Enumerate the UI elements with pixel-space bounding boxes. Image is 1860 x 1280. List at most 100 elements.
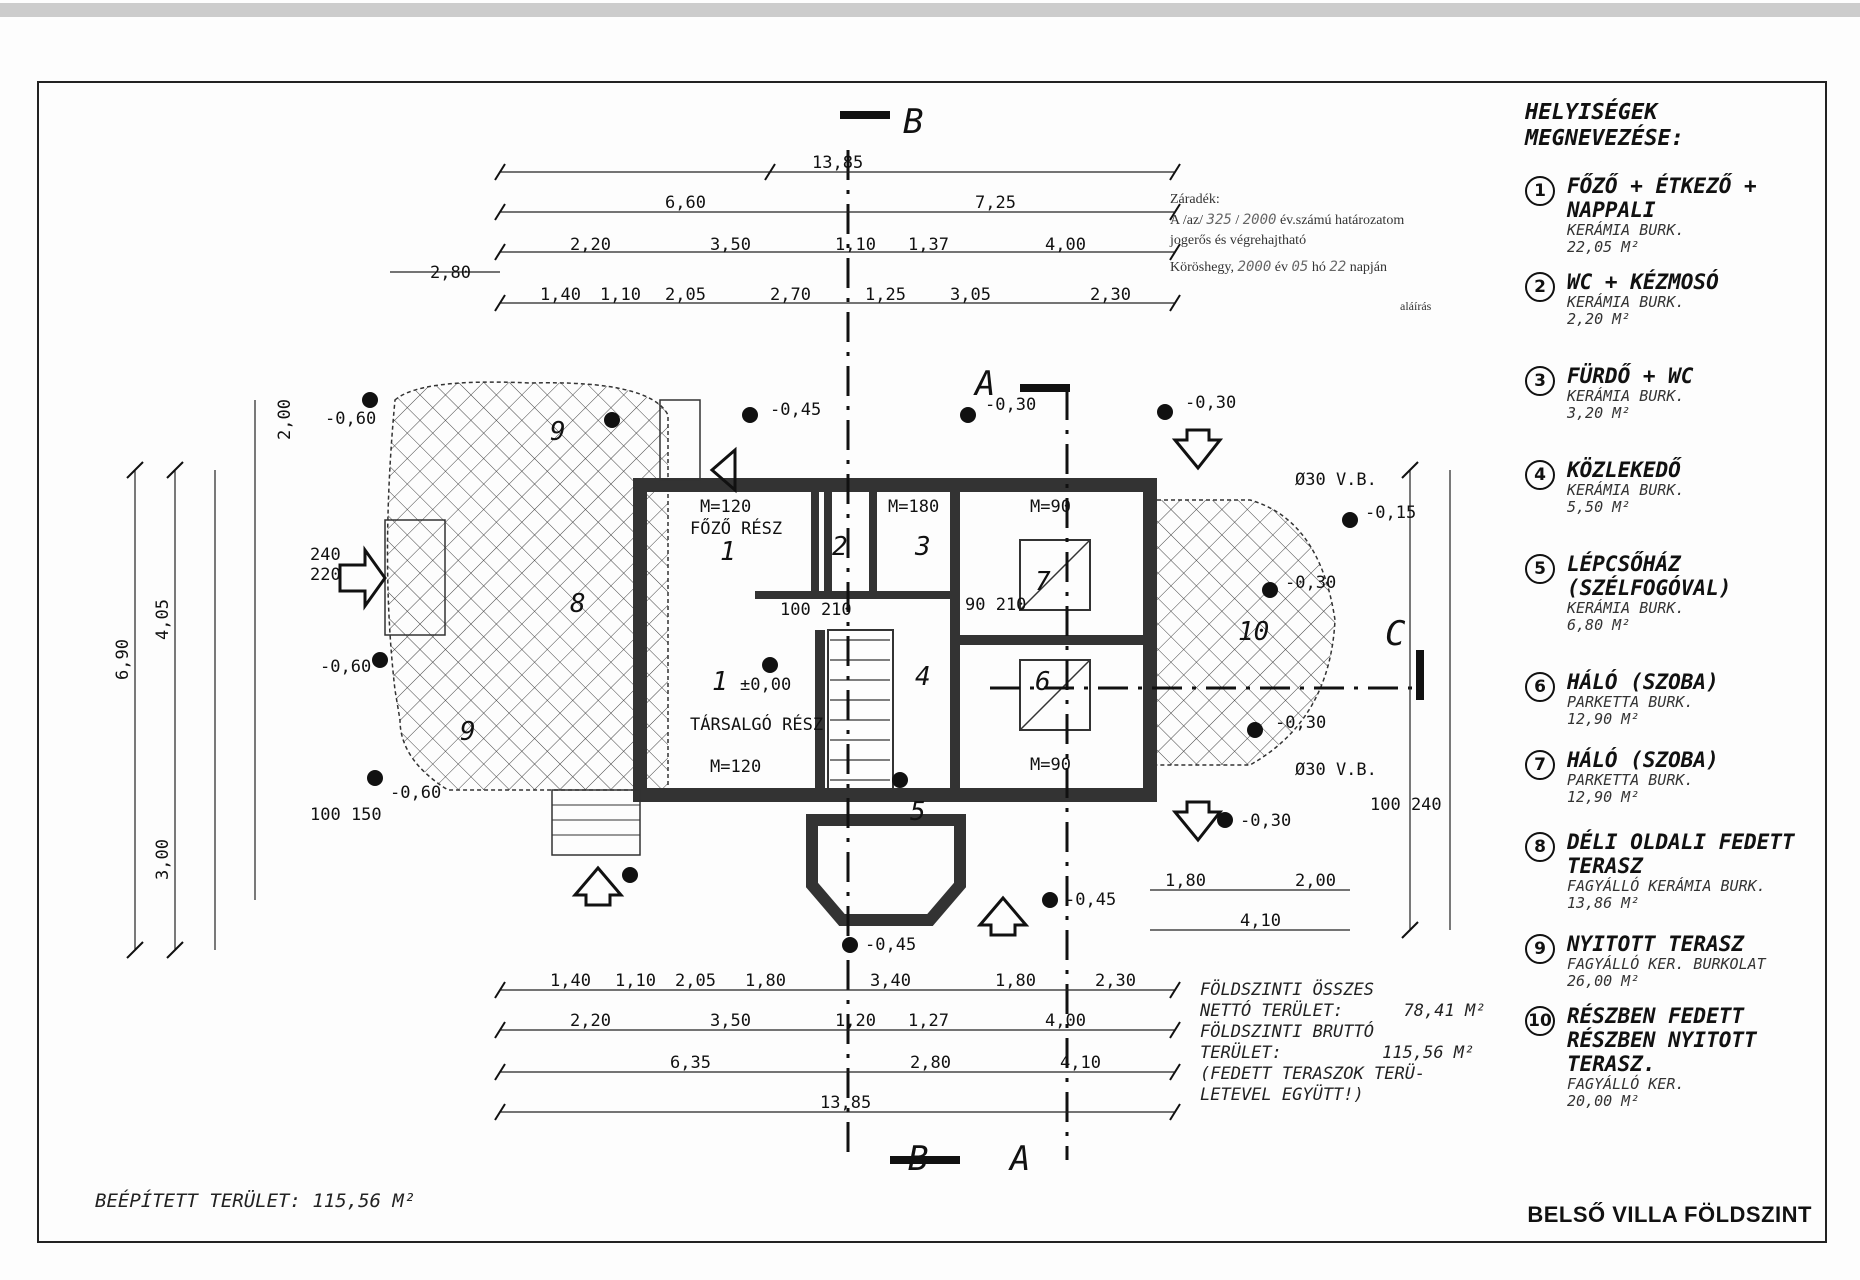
legend-area: 5,50 M² — [1567, 498, 1631, 516]
dim-row2-a: 2,20 — [570, 235, 611, 255]
label-m120-bottom: M=120 — [710, 757, 761, 777]
legend-room-name: FÜRDŐ + WC — [1567, 364, 1694, 388]
dim-row3-d: 2,70 — [770, 285, 811, 305]
legend-area: 3,20 M² — [1567, 404, 1631, 422]
level-text-10: -0,60 — [390, 783, 441, 803]
dim-left-d: 2,00 — [275, 399, 295, 440]
dim-bot-row2-a: 2,20 — [570, 1011, 611, 1031]
room-label-10: 10 — [1238, 617, 1269, 647]
drawing-title: BELSŐ VILLA FÖLDSZINT — [1527, 1202, 1812, 1227]
dim-bot-row1-g: 2,30 — [1095, 971, 1136, 991]
legend-area: 12,90 M² — [1567, 710, 1640, 728]
dim-bot-row2-d: 1,27 — [908, 1011, 949, 1031]
dim-bot-row2-c: 1,20 — [835, 1011, 876, 1031]
legend-room-name: HÁLÓ (SZOBA) — [1567, 670, 1719, 694]
dim-row3-f: 3,05 — [950, 285, 991, 305]
legend-room-name: KÖZLEKEDŐ — [1567, 458, 1681, 482]
label-fozo-resz: FŐZŐ RÉSZ — [690, 517, 782, 539]
dim-row3-c: 2,05 — [665, 285, 706, 305]
approval-line1: A /az/ 325 / 2000 év.számú határozatom — [1170, 212, 1405, 228]
stair-outline — [827, 629, 894, 801]
approval-day-suffix: napján — [1349, 260, 1388, 275]
level-text-8: -0,30 — [1285, 573, 1336, 593]
legend-number-badge: 8 — [1525, 832, 1555, 862]
room-label-1-kitchen: 1 — [720, 537, 736, 567]
section-label-c: C — [1385, 614, 1406, 654]
dim-row3-b: 1,10 — [600, 285, 641, 305]
room-label-1-living: 1 — [712, 667, 728, 697]
section-label-a-top: A — [973, 364, 995, 404]
bath-walls — [869, 481, 959, 599]
totals-net-value: 78,41 M² — [1403, 1001, 1486, 1021]
room-label-3: 3 — [914, 532, 931, 562]
legend-finish: PARKETTA BURK. — [1567, 771, 1694, 789]
level-text-11: -0,30 — [1240, 811, 1291, 831]
dim-row3-g: 2,30 — [1090, 285, 1131, 305]
approval-suffix: év.számú határozatom — [1279, 213, 1405, 228]
legend-finish: KERÁMIA BURK. — [1567, 221, 1685, 239]
dim-bot-row3-c: 4,10 — [1060, 1053, 1101, 1073]
dimension-lines — [134, 171, 1451, 1113]
area-totals: FÖLDSZINTI ÖSSZES NETTÓ TERÜLET: 78,41 M… — [1200, 980, 1530, 1106]
totals-line6: LETEVEL EGYÜTT!) — [1200, 1085, 1364, 1105]
legend-heading: HELYISÉGEK MEGNEVEZÉSE: — [1525, 100, 1684, 151]
legend-finish: KERÁMIA BURK. — [1567, 481, 1685, 499]
legend-area: 6,80 M² — [1567, 616, 1631, 634]
section-label-b-bottom: B — [908, 1139, 928, 1179]
legend-room-name: RÉSZBEN FEDETT RÉSZBEN NYITOTT TERASZ. — [1567, 1004, 1757, 1076]
room-6-diagonal — [1019, 659, 1091, 731]
room-label-9-north: 9 — [550, 417, 566, 447]
legend-finish: PARKETTA BURK. — [1567, 693, 1694, 711]
label-opening-240: 240 — [310, 545, 341, 565]
dim-bot-row1-f: 1,80 — [995, 971, 1036, 991]
legend-number-badge: 4 — [1525, 460, 1555, 490]
dim-top-right: 7,25 — [975, 193, 1016, 213]
totals-gross-value: 115,56 M² — [1382, 1043, 1475, 1063]
legend-number-badge: 6 — [1525, 672, 1555, 702]
level-markers — [362, 392, 1358, 953]
label-win-100-150: 100 150 — [310, 805, 382, 825]
approval-year: 2000 — [1242, 212, 1277, 228]
approval-year-suffix: év — [1274, 260, 1288, 275]
legend-number-badge: 10 — [1525, 1006, 1555, 1036]
approval-clause: Záradék: A /az/ 325 / 2000 év.számú hatá… — [1170, 190, 1500, 316]
legend-room-name: WC + KÉZMOSÓ — [1567, 270, 1719, 294]
level-text-1: -0,60 — [325, 409, 376, 429]
level-text-7: ±0,00 — [740, 675, 791, 695]
label-door-100: 100 210 — [780, 600, 852, 620]
legend-area: 13,86 M² — [1567, 894, 1640, 912]
approval-place: Köröshegy, — [1170, 260, 1235, 275]
label-m90-top: M=90 — [1030, 497, 1071, 517]
room-label-2: 2 — [832, 532, 848, 562]
room-label-5: 5 — [910, 797, 926, 827]
built-area: BEÉPÍTETT TERÜLET: 115,56 M² — [95, 1190, 416, 1212]
legend-room-name: HÁLÓ (SZOBA) — [1567, 748, 1719, 772]
dim-right-b: 2,00 — [1295, 871, 1336, 891]
dim-overall-bottom: 13,85 — [820, 1093, 871, 1113]
dim-row3-a: 1,40 — [540, 285, 581, 305]
legend-area: 20,00 M² — [1567, 1092, 1640, 1110]
legend-finish: FAGYÁLLÓ KER. BURKOLAT — [1567, 955, 1766, 973]
dim-bot-row2-e: 4,00 — [1045, 1011, 1086, 1031]
dim-bot-row1-d: 1,80 — [745, 971, 786, 991]
approval-signature: aláírás — [1400, 299, 1432, 313]
room-6-core — [1019, 659, 1091, 731]
dim-bot-row1-b: 1,10 — [615, 971, 656, 991]
totals-line3: FÖLDSZINTI BRUTTÓ — [1200, 1022, 1374, 1042]
approval-number: 325 — [1206, 212, 1232, 228]
legend-number-badge: 1 — [1525, 176, 1555, 206]
terrace-east — [1149, 499, 1336, 766]
legend-area: 26,00 M² — [1567, 972, 1640, 990]
approval-month-suffix: hó — [1311, 260, 1326, 275]
legend-finish: FAGYÁLLÓ KER. — [1567, 1075, 1685, 1093]
terrace-west — [386, 381, 669, 791]
level-text-4: -0,30 — [1185, 393, 1236, 413]
approval-date-year: 2000 — [1237, 259, 1272, 275]
